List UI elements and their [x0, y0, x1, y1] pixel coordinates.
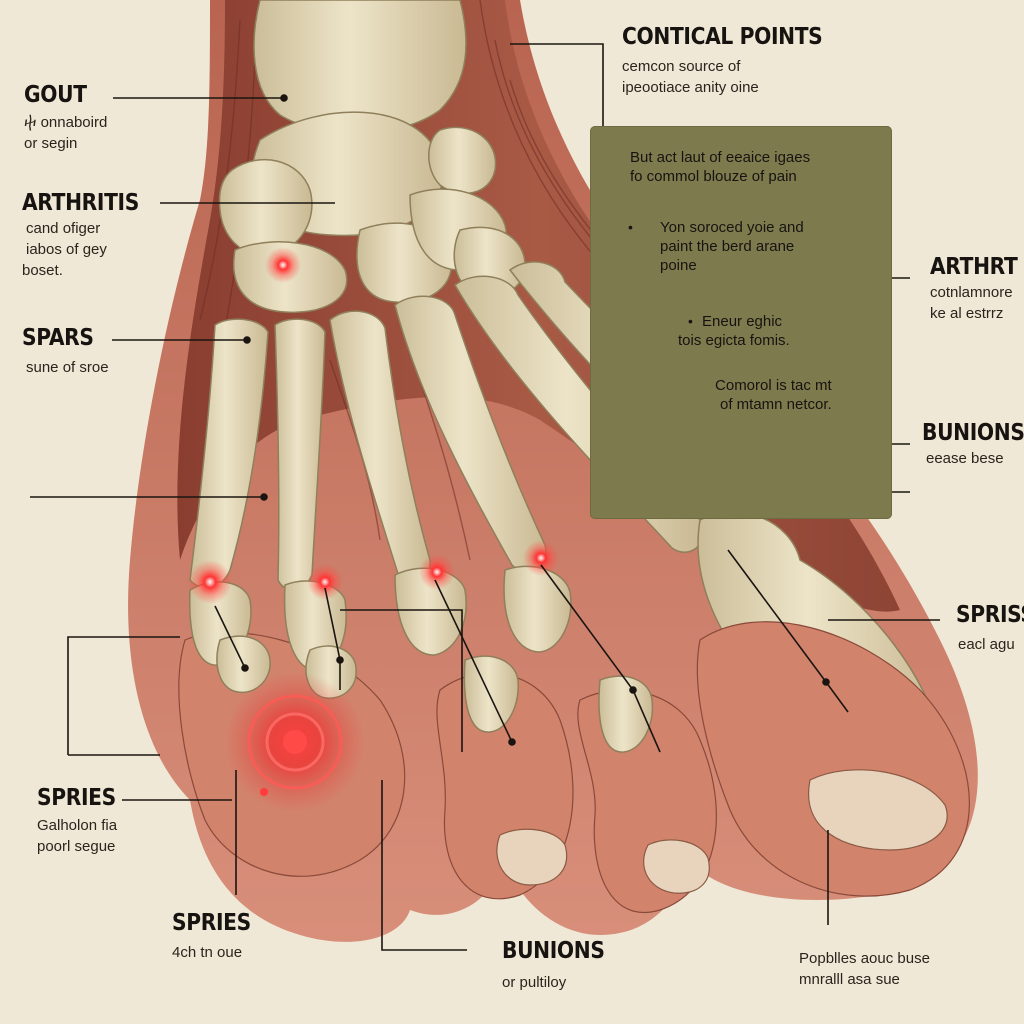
info-bullet-2: Eneur eghic tois egicta fomis.	[678, 312, 790, 350]
label-arthrt-right: ARTHRT cotnlamnore ke al estrrz	[930, 254, 1024, 324]
info-intro: But act laut of eeaice igaes fo commol b…	[630, 148, 810, 186]
inflammation-marker	[265, 247, 301, 283]
label-desc: ke al estrrz	[930, 305, 1004, 322]
label-desc: sune of sroe	[26, 359, 109, 376]
metatarsal-1	[189, 318, 269, 589]
inflammation-marker	[188, 560, 232, 604]
info-closing-line: Comorol is tac mt	[715, 377, 832, 394]
label-desc: cand ofiger	[26, 220, 101, 237]
label-desc: iabos of gey	[26, 241, 107, 258]
label-spars: SPARS sune of sroe	[22, 325, 109, 378]
inflammation-markers	[188, 247, 559, 604]
label-spries-mid: SPRIES Galholon fia poorl segue	[37, 785, 127, 857]
label-title: CONTICAL POINTS	[622, 24, 823, 50]
label-arthritis-left: ARTHRITIS cand ofiger iabos of gey boset…	[22, 190, 155, 281]
label-title: BUNIONS	[502, 938, 605, 964]
label-desc: or pultiloy	[502, 974, 567, 991]
label-spriss-right: SPRISS eacl agu	[956, 602, 1024, 655]
label-title: SPRIES	[172, 910, 251, 936]
major-inflammation	[225, 672, 365, 812]
info-closing: Comorol is tac mt of mtamn netcor.	[700, 376, 832, 414]
label-title: ARTHRT	[930, 254, 1018, 280]
label-desc: cemcon source of	[622, 58, 741, 75]
bullet-marker: •	[628, 219, 633, 235]
info-bullet-line: tois egicta fomis.	[678, 332, 790, 349]
label-desc: or segin	[24, 135, 78, 152]
label-title: SPRISS	[956, 602, 1024, 628]
label-desc: poorl segue	[37, 838, 116, 855]
bullet-marker: •	[688, 313, 693, 329]
label-desc: boset.	[22, 262, 63, 279]
info-intro-line: fo commol blouze of pain	[630, 168, 797, 185]
info-bullet-line: Eneur eghic	[702, 313, 783, 330]
inflammation-marker	[523, 540, 559, 576]
label-desc: 4ch tn oue	[172, 944, 243, 961]
label-desc: mnralll asa sue	[799, 971, 900, 988]
label-desc: ipeootiace anity oine	[622, 79, 759, 96]
info-bullet-line: paint the berd arane	[660, 238, 795, 255]
label-title: BUNIONS	[922, 420, 1024, 446]
label-desc: ⴕ onnaboird	[24, 114, 108, 131]
label-desc: cotnlamnore	[930, 284, 1013, 301]
label-spries-bottom: SPRIES 4ch tn oue	[172, 910, 262, 963]
label-gout: GOUT ⴕ onnaboird or segin	[24, 82, 107, 154]
label-title: SPRIES	[37, 785, 116, 811]
info-panel: But act laut of eeaice igaes fo commol b…	[590, 126, 892, 519]
label-title: SPARS	[22, 325, 94, 351]
leader-lines	[30, 43, 940, 951]
label-desc: Popblles aouc buse	[799, 950, 930, 967]
info-intro-line: But act laut of eeaice igaes	[630, 149, 811, 166]
label-title: GOUT	[24, 82, 87, 108]
label-contical-points: CONTICAL POINTS cemcon source of ipeooti…	[622, 24, 850, 98]
info-bullet-line: Yon soroced yoie and	[660, 219, 804, 236]
tarsal-bones	[218, 158, 313, 256]
label-bottom-right: Popblles aouc buse mnralll asa sue	[799, 948, 930, 990]
inflammation-marker	[307, 564, 343, 600]
info-closing-line: of mtamn netcor.	[720, 396, 832, 413]
label-title: ARTHRITIS	[22, 190, 139, 216]
info-bullet-line: poine	[660, 257, 697, 274]
info-bullet-1: Yon soroced yoie and paint the berd aran…	[660, 218, 804, 275]
inflammation-marker	[419, 554, 455, 590]
label-desc: Galholon fia	[37, 817, 118, 834]
label-bunions-bottom: BUNIONS or pultiloy	[502, 938, 619, 993]
label-desc: eacl agu	[958, 636, 1015, 653]
label-bunions-right: BUNIONS eease bese	[922, 420, 1024, 469]
label-desc: eease bese	[926, 450, 1004, 467]
